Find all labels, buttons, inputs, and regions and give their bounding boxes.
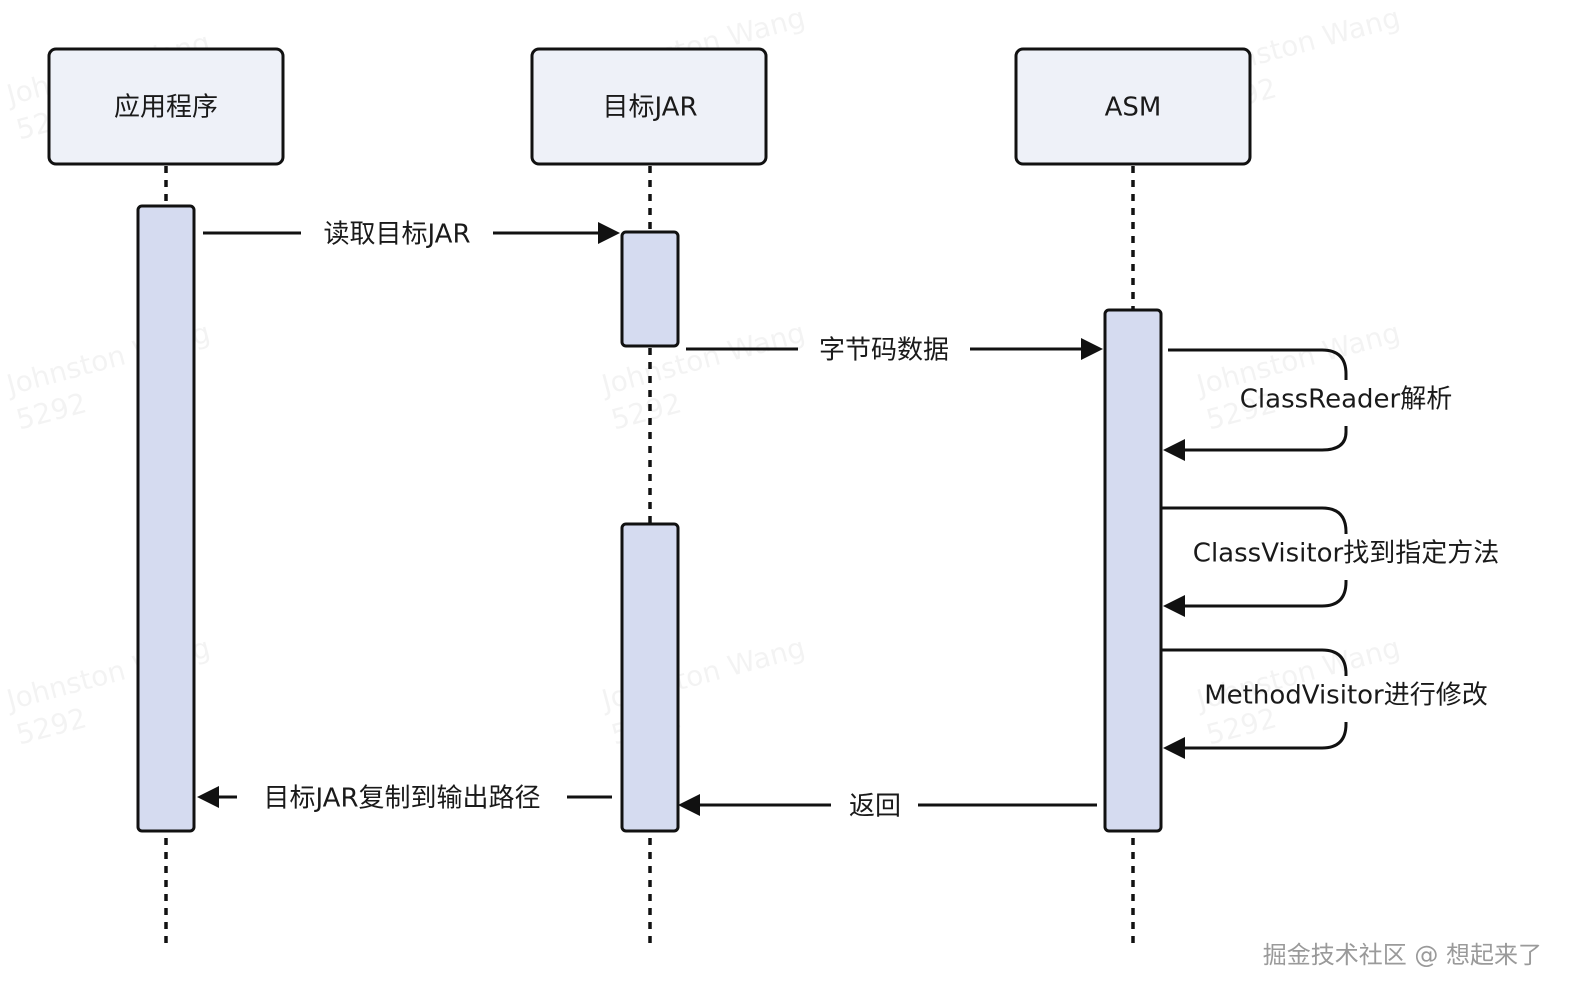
arrowhead	[678, 794, 700, 816]
participant-box	[530, 47, 768, 166]
activation-jar-return	[620, 522, 680, 833]
self-message-label: ClassVisitor找到指定方法	[1193, 539, 1499, 569]
self-message-classreader: ClassReader解析	[1163, 348, 1452, 461]
message-copy-out: 目标JAR复制到输出路径	[197, 784, 612, 814]
self-message-line	[1168, 348, 1348, 380]
message-label: 目标JAR复制到输出路径	[263, 784, 540, 814]
participant-app: 应用程序	[47, 47, 285, 166]
arrowhead	[1163, 737, 1185, 759]
self-message-line	[1162, 648, 1348, 676]
message-label: 返回	[849, 792, 901, 822]
arrowhead	[1163, 595, 1185, 617]
credit-label: 掘金技术社区 @ 想起来了	[1263, 941, 1542, 969]
self-message-label: MethodVisitor进行修改	[1204, 681, 1488, 711]
arrowhead	[1163, 439, 1185, 461]
self-message-line	[1162, 506, 1348, 534]
self-message-line	[1183, 580, 1348, 608]
self-message-label: ClassReader解析	[1240, 385, 1452, 415]
self-message-line	[1183, 426, 1348, 452]
participant-asm: ASM	[1014, 47, 1252, 166]
activation-asm	[1103, 308, 1163, 833]
participant-label: 应用程序	[114, 93, 218, 123]
activation-jar-read	[620, 230, 680, 348]
self-message-classvisitor: ClassVisitor找到指定方法	[1162, 506, 1499, 617]
message-return: 返回	[678, 792, 1097, 822]
participant-label: 目标JAR	[602, 93, 697, 123]
activation-app	[136, 204, 196, 833]
message-label: 读取目标JAR	[323, 220, 470, 250]
message-bytecode: 字节码数据	[686, 336, 1103, 366]
participant-jar: 目标JAR	[530, 47, 768, 166]
participant-box	[47, 47, 285, 166]
self-message-methodvisitor: MethodVisitor进行修改	[1162, 648, 1488, 759]
arrowhead	[1081, 338, 1103, 360]
participant-box	[1014, 47, 1252, 166]
message-label: 字节码数据	[819, 336, 949, 366]
arrowhead	[598, 222, 620, 244]
participant-label: ASM	[1105, 93, 1162, 123]
arrowhead	[197, 786, 219, 808]
message-read-jar: 读取目标JAR	[203, 220, 620, 250]
self-message-line	[1183, 722, 1348, 750]
